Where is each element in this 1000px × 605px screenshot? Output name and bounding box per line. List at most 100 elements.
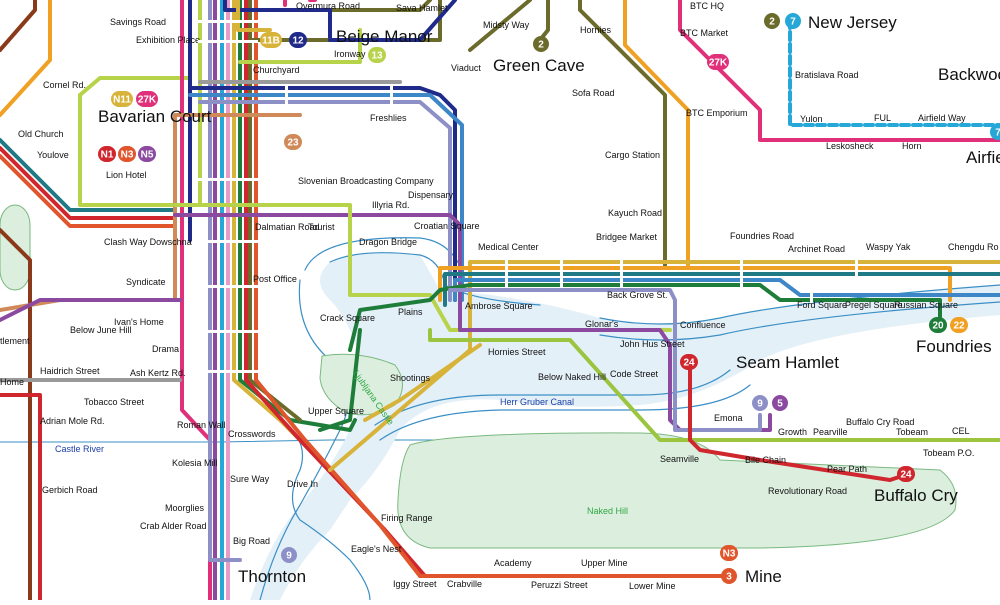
station-label[interactable]: Kayuch Road <box>608 208 662 218</box>
station-label[interactable]: Foundries Road <box>730 231 794 241</box>
station-label[interactable]: Shootings <box>390 373 431 383</box>
station-label[interactable]: Tobacco Street <box>84 397 145 407</box>
line-badge-thornton[interactable]: 9 <box>281 547 297 563</box>
station-label[interactable]: Firing Range <box>381 513 433 523</box>
station-label[interactable]: Ford Square <box>797 300 847 310</box>
station-label[interactable]: Churchyard <box>253 65 300 75</box>
station-label[interactable]: Illyria Rd. <box>372 200 410 210</box>
station-label[interactable]: Roman Wall <box>177 420 226 430</box>
station-label[interactable]: Leskosheck <box>826 141 874 151</box>
line-badge-foundries[interactable]: 20 <box>929 317 947 333</box>
station-label[interactable]: Revolutionary Road <box>768 486 847 496</box>
station-label[interactable]: Pearville <box>813 427 848 437</box>
station-label[interactable]: Dispensary <box>408 190 454 200</box>
line-badge-beige-manor[interactable]: 11B <box>260 32 282 48</box>
station-label[interactable]: Academy <box>494 558 532 568</box>
station-label[interactable]: Yulon <box>800 114 823 124</box>
station-label[interactable]: BTC Market <box>680 28 729 38</box>
station-label[interactable]: Below Naked Hill <box>538 372 606 382</box>
line-badge-new-jersey[interactable]: 7 <box>785 13 801 29</box>
station-label[interactable]: John Hus Street <box>620 339 685 349</box>
station-label[interactable]: Hornies Street <box>488 347 546 357</box>
station-label[interactable]: Back Grove St. <box>607 290 668 300</box>
station-label[interactable]: Emona <box>714 413 743 423</box>
station-label[interactable]: Savings Road <box>110 17 166 27</box>
line-badge-bavarian-court[interactable]: 27K <box>136 91 158 107</box>
station-label[interactable]: Waspy Yak <box>866 242 911 252</box>
station-label[interactable]: Bile Chain <box>745 455 786 465</box>
line-badge-beige-manor[interactable]: 12 <box>289 32 307 48</box>
station-label[interactable]: Old Church <box>18 129 64 139</box>
station-label[interactable]: Medical Center <box>478 242 539 252</box>
station-label[interactable]: Ash Kertz Rd. <box>130 368 186 378</box>
station-label[interactable]: Plains <box>398 307 423 317</box>
station-label[interactable]: Lower Mine <box>629 581 676 591</box>
station-label[interactable]: Cornel Rd. <box>43 80 86 90</box>
station-label[interactable]: Exhibition Place <box>136 35 200 45</box>
station-label[interactable]: Home <box>0 377 24 387</box>
station-label[interactable]: Bridgee Market <box>596 232 658 242</box>
station-label[interactable]: Horn <box>902 141 922 151</box>
line-badge-airfield-brim[interactable]: 7 <box>990 124 1000 140</box>
line-badge-btc-coliseum[interactable]: 27K <box>707 54 729 70</box>
station-label[interactable]: Peruzzi Street <box>531 580 588 590</box>
station-label[interactable]: tlement <box>0 336 30 346</box>
station-label[interactable]: Ambrose Square <box>465 301 533 311</box>
line-badge-seam-hamlet[interactable]: 24 <box>680 354 698 370</box>
station-label[interactable]: Freshlies <box>370 113 407 123</box>
line-badge-seam-hamlet[interactable]: 9 <box>752 395 768 411</box>
station-label[interactable]: Upper Square <box>308 406 364 416</box>
station-label[interactable]: Russian Square <box>894 300 958 310</box>
station-label[interactable]: Moorglies <box>165 503 205 513</box>
station-label[interactable]: Crosswords <box>228 429 276 439</box>
line-badge-foundries[interactable]: 22 <box>950 317 968 333</box>
station-label[interactable]: Crabville <box>447 579 482 589</box>
station-label[interactable]: Dalmatian Road <box>255 222 320 232</box>
station-label[interactable]: Overmura Road <box>296 1 360 11</box>
station-label[interactable]: Dragon Bridge <box>359 237 417 247</box>
station-label[interactable]: Airfield Way <box>918 113 966 123</box>
station-label[interactable]: Bratislava Road <box>795 70 859 80</box>
line-badge-new-jersey[interactable]: 2 <box>764 13 780 29</box>
station-label[interactable]: BTC Emporium <box>686 108 748 118</box>
station-label[interactable]: CEL <box>952 426 970 436</box>
station-label[interactable]: Slovenian Broadcasting Company <box>298 176 434 186</box>
station-label[interactable]: Iggy Street <box>393 579 437 589</box>
station-label[interactable]: Drive In <box>287 479 318 489</box>
station-label[interactable]: Sofa Road <box>572 88 615 98</box>
station-label[interactable]: Kolesia Mill <box>172 458 218 468</box>
station-label[interactable]: Post Office <box>253 274 297 284</box>
station-label[interactable]: Sava Hamlet <box>396 3 448 13</box>
station-label[interactable]: Drama <box>152 344 179 354</box>
line-badge-bavarian-court[interactable]: N3 <box>118 146 136 162</box>
station-label[interactable]: Cargo Station <box>605 150 660 160</box>
line-badge-mine[interactable]: N3 <box>720 545 738 561</box>
station-label[interactable]: Croatian Square <box>414 221 480 231</box>
station-label[interactable]: FUL <box>874 113 891 123</box>
station-label[interactable]: Sure Way <box>230 474 270 484</box>
line-badge-seam-hamlet[interactable]: 5 <box>772 395 788 411</box>
station-label[interactable]: Archinet Road <box>788 244 845 254</box>
station-label[interactable]: Crack Square <box>320 313 375 323</box>
station-label[interactable]: Syndicate <box>126 277 166 287</box>
line-badge-mine[interactable]: 3 <box>721 568 737 584</box>
station-label[interactable]: Glonar's <box>585 319 619 329</box>
station-label[interactable]: Tourist <box>308 222 335 232</box>
station-label[interactable]: Growth <box>778 427 807 437</box>
station-label[interactable]: Eagle's Nest <box>351 544 402 554</box>
line-badge-the-station[interactable]: 23 <box>284 134 302 150</box>
line-badge-bavarian-court[interactable]: N11 <box>111 91 133 107</box>
station-label[interactable]: Pregel Square <box>845 300 903 310</box>
station-label[interactable]: Tobeam <box>896 427 928 437</box>
station-label[interactable]: BTC HQ <box>690 1 724 11</box>
station-label[interactable]: Chengdu Ro <box>948 242 999 252</box>
line-badge-beige-manor[interactable]: 13 <box>368 47 386 63</box>
line-badge-green-cave[interactable]: 2 <box>533 36 549 52</box>
station-label[interactable]: Hornies <box>580 25 612 35</box>
line-badge-bavarian-court[interactable]: N5 <box>138 146 156 162</box>
station-label[interactable]: Ivan's Home <box>114 317 164 327</box>
station-label[interactable]: Confluence <box>680 320 726 330</box>
station-label[interactable]: Viaduct <box>451 63 481 73</box>
station-label[interactable]: Upper Mine <box>581 558 628 568</box>
